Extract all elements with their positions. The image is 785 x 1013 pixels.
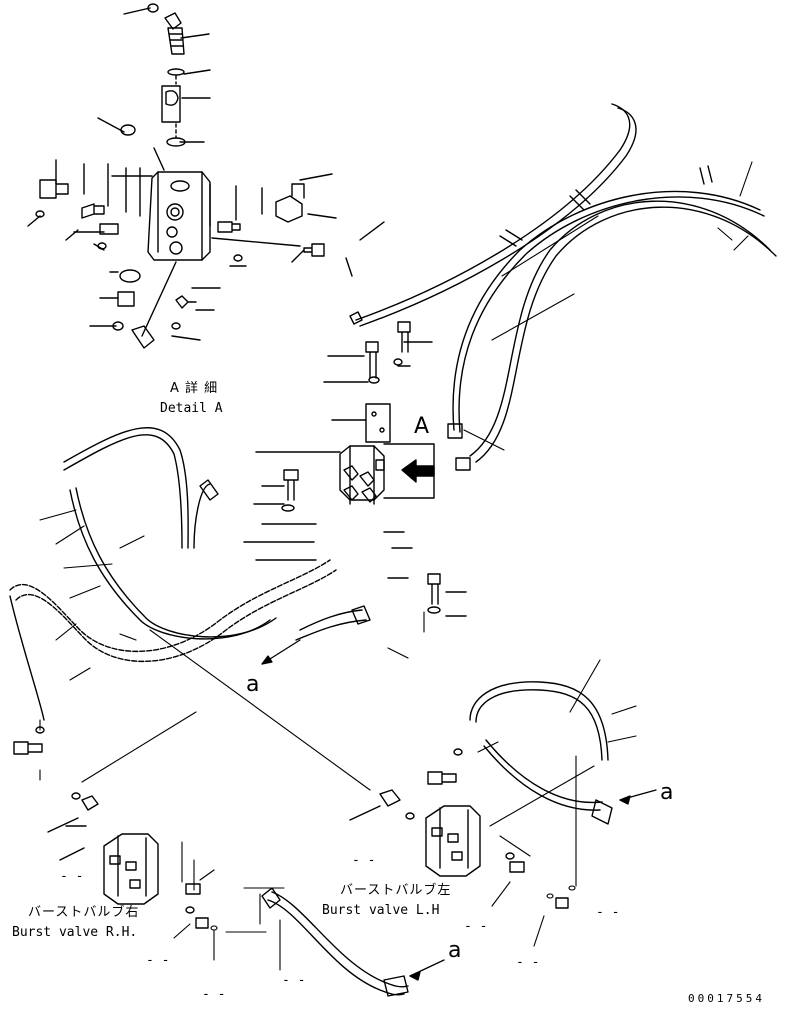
ref-blank-3: - - <box>464 919 488 934</box>
ref-blank-4: - - <box>596 905 620 920</box>
burst-valve-lh-jp: バーストバルブ左 <box>340 883 452 898</box>
detail-a-title-jp: A 詳 細 <box>170 381 219 396</box>
mounting-bolts <box>14 727 462 784</box>
ref-blank-5: - - <box>146 953 170 968</box>
ref-blank-6: - - <box>516 955 540 970</box>
burst-valve-rh <box>48 793 208 928</box>
detail-a-title-en: Detail A <box>160 401 223 416</box>
ref-blank-1: - - <box>352 853 376 868</box>
view-a-label-1: a <box>246 672 260 697</box>
view-a-label-2: a <box>660 780 674 805</box>
view-a-label-3: a <box>448 938 462 963</box>
burst-valve-rh-en: Burst valve R.H. <box>12 925 138 940</box>
reference-lines <box>40 162 752 970</box>
pilot-valve-block <box>244 322 466 616</box>
burst-valve-lh <box>350 790 568 908</box>
ref-blank-7: - - <box>202 987 226 1002</box>
burst-valve-rh-jp: バーストバルブ右 <box>28 905 140 920</box>
view-arrows <box>262 640 656 980</box>
drawing-number: 00017554 <box>688 992 765 1005</box>
hose-assembly <box>10 104 776 996</box>
callout-a-marker: A <box>414 414 430 439</box>
burst-valve-lh-en: Burst valve L.H <box>322 903 440 918</box>
ref-blank-2: - - <box>60 869 84 884</box>
ref-blank-8: - - <box>282 973 306 988</box>
detail-a-valve-assembly <box>28 4 384 348</box>
